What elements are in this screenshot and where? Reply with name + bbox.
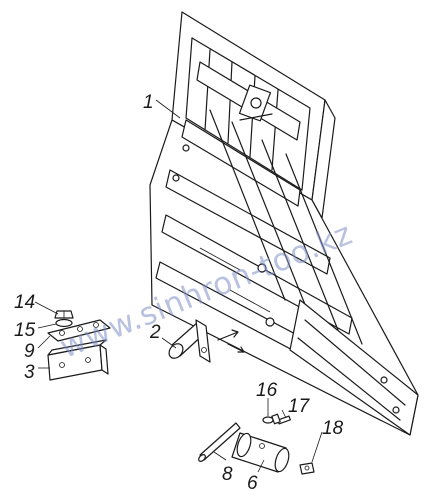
callout-9: 9 bbox=[24, 341, 35, 362]
part-1-tailgate-frame bbox=[149, 11, 419, 436]
callout-3: 3 bbox=[24, 362, 35, 383]
callout-6: 6 bbox=[247, 473, 258, 494]
part-9-plate bbox=[47, 319, 111, 342]
part-6-cylinder-pin bbox=[231, 432, 290, 473]
part-8-rod bbox=[198, 422, 241, 462]
callout-14: 14 bbox=[14, 292, 35, 313]
part-2-hinge-pin bbox=[168, 319, 211, 363]
callout-1: 1 bbox=[143, 92, 154, 113]
callout-15: 15 bbox=[14, 320, 36, 341]
part-14-nut bbox=[54, 310, 74, 319]
part-18-nut bbox=[299, 462, 315, 475]
part-17-bolt bbox=[271, 413, 291, 425]
callout-8: 8 bbox=[222, 464, 233, 485]
callout-2: 2 bbox=[149, 322, 161, 343]
callout-labels: 1 2 3 6 8 9 14 15 16 17 18 bbox=[14, 92, 344, 494]
part-16-washer bbox=[262, 416, 274, 424]
callout-16: 16 bbox=[256, 380, 278, 401]
part-3-mounting-bar bbox=[47, 339, 109, 381]
part-15-washer bbox=[55, 318, 73, 328]
leader-lines bbox=[34, 99, 323, 473]
callout-18: 18 bbox=[322, 418, 344, 439]
callout-17: 17 bbox=[288, 396, 311, 417]
direction-arrows bbox=[217, 329, 245, 353]
